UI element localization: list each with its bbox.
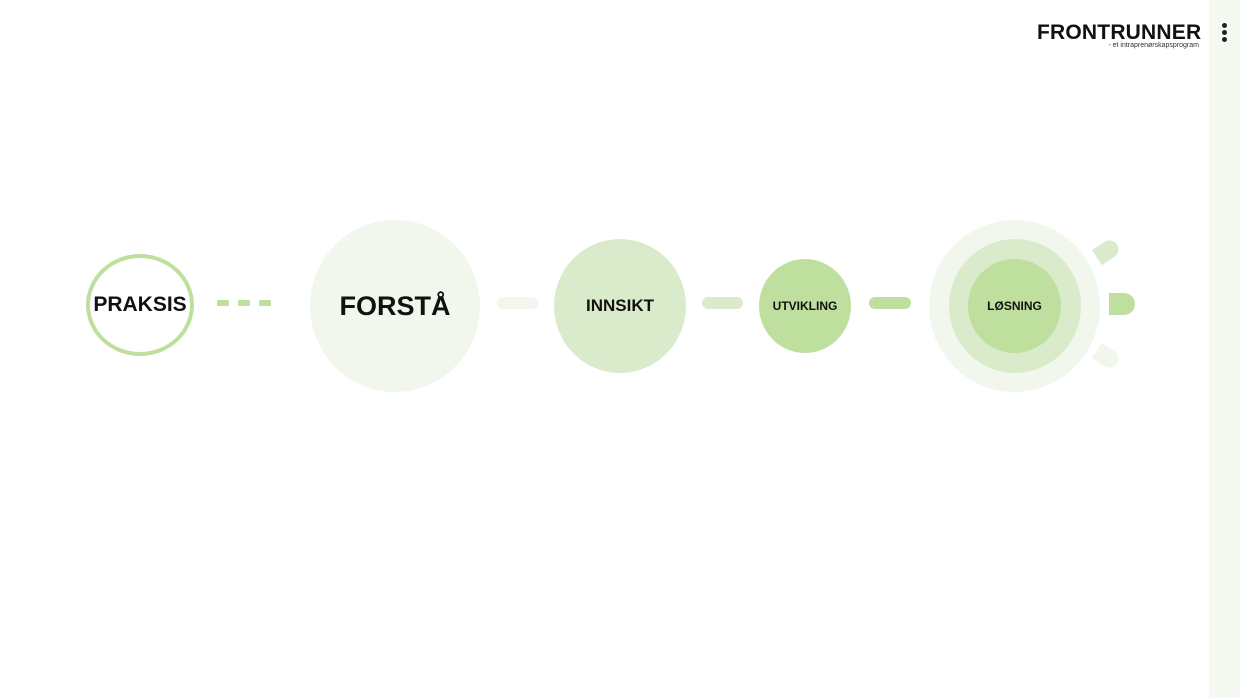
side-panel — [1209, 0, 1240, 698]
step-label: UTVIKLING — [772, 299, 838, 313]
logo-title: FRONTRUNNER — [1037, 21, 1202, 44]
step-utvikling[interactable]: UTVIKLING — [759, 259, 851, 353]
frontrunner-logo: FRONTRUNNER - et intraprenørskapsprogram — [1037, 21, 1202, 49]
connector — [259, 300, 271, 306]
connector — [702, 297, 743, 309]
connector — [497, 297, 538, 309]
step-label: INNSIKT — [586, 296, 654, 315]
ray-icon — [1092, 342, 1122, 372]
step-label: LØSNING — [987, 299, 1042, 313]
ray-icon — [1109, 293, 1135, 315]
connector — [217, 300, 229, 306]
losning-core: LØSNING — [968, 259, 1061, 353]
connector — [869, 297, 911, 309]
losning-ring: LØSNING — [948, 239, 1081, 373]
step-losning[interactable]: LØSNING — [929, 220, 1100, 392]
step-label: FORSTÅ — [339, 290, 451, 321]
ray-icon — [1092, 236, 1122, 266]
more-vertical-icon[interactable] — [1216, 22, 1232, 46]
connector — [238, 300, 250, 306]
step-praksis[interactable]: PRAKSIS — [86, 254, 194, 356]
logo-tagline: - et intraprenørskapsprogram — [1108, 42, 1199, 49]
step-forsta[interactable]: FORSTÅ — [310, 220, 480, 392]
step-innsikt[interactable]: INNSIKT — [554, 239, 686, 373]
step-label: PRAKSIS — [93, 293, 187, 316]
